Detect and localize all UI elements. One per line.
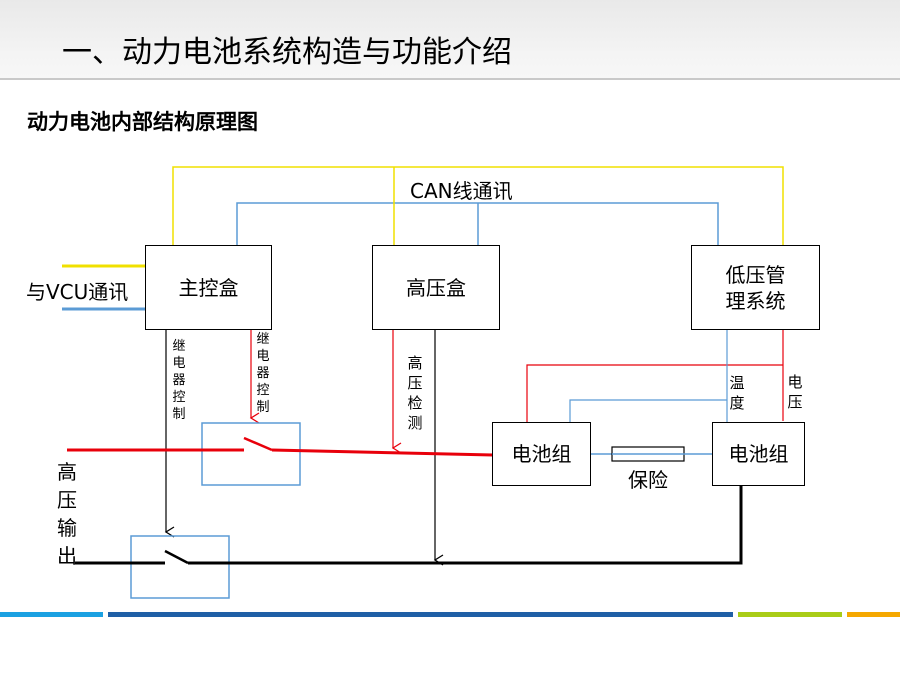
footer-bar-orange <box>847 612 900 617</box>
lv-bms-box: 低压管 理系统 <box>691 245 820 330</box>
can-wire-yellow <box>172 166 784 246</box>
vcu-comm-label: 与VCU通讯 <box>26 280 129 304</box>
voltage-wire-red-2 <box>526 364 783 422</box>
can-bus-label: CAN线通讯 <box>410 179 513 203</box>
temperature-label: 温度 <box>729 374 745 412</box>
hv-negative-wire-2 <box>188 486 743 565</box>
battery-pack-2-label: 电池组 <box>728 442 789 466</box>
upper-relay-box <box>201 422 301 486</box>
battery-pack-1-label: 电池组 <box>511 442 572 466</box>
footer-bar-blue <box>108 612 733 617</box>
lv-bms-label-line1: 低压管 <box>725 262 786 287</box>
diagram-subtitle: 动力电池内部结构原理图 <box>27 110 258 134</box>
hv-detection-label: 高压检测 <box>407 354 423 432</box>
voltage-label: 电压 <box>787 373 803 411</box>
hv-box-label: 高压盒 <box>406 275 466 300</box>
lv-bms-label-line2: 理系统 <box>725 288 786 313</box>
relay-control-label-1: 继电器控制 <box>172 339 186 422</box>
header-band <box>0 0 900 78</box>
temp-wire-blue-2 <box>569 399 727 422</box>
hv-output-label: 高压输出 <box>57 460 77 568</box>
footer-bar-green <box>738 612 842 617</box>
lower-relay-box <box>130 535 230 599</box>
battery-pack-2: 电池组 <box>712 422 805 486</box>
hv-positive-wire-2 <box>271 448 494 457</box>
fuse-label: 保险 <box>628 468 668 492</box>
hv-box: 高压盒 <box>372 245 500 330</box>
lower-relay-contact <box>164 549 189 565</box>
footer-bar-cyan <box>0 612 103 617</box>
battery-pack-1: 电池组 <box>492 422 591 486</box>
upper-relay-contact <box>243 436 273 452</box>
main-control-label: 主控盒 <box>178 275 239 300</box>
page-title: 一、动力电池系统构造与功能介绍 <box>62 35 512 70</box>
header-divider <box>0 78 900 80</box>
relay-control-label-2: 继电器控制 <box>256 332 270 415</box>
main-control-box: 主控盒 <box>145 245 272 330</box>
